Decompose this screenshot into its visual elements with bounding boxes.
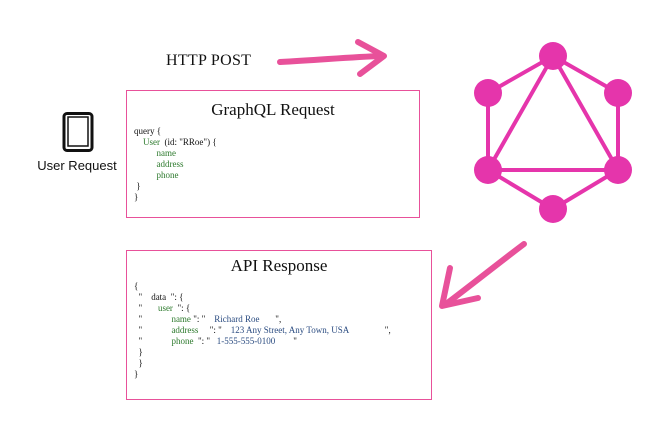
close-2: } [138,358,143,368]
tablet-icon [62,112,94,152]
phone-value: 1-555-555-0100 [216,336,276,346]
user-field: User [143,137,160,147]
api-response-title: API Response [230,256,328,275]
name-end: ", [275,314,282,324]
user-args: (id: "RRoe") { [164,137,217,147]
user-request-label: User Request [37,158,117,173]
name-key: name [171,314,191,324]
graphql-request-title: GraphQL Request [211,100,335,119]
api-response-code: { " data ": { " user ": { " name ": " Ri… [134,281,391,380]
graphql-request-box: GraphQL Request query { User (id: "RRoe"… [126,90,420,218]
query-open: query { [134,126,162,136]
data-key: data [151,292,167,302]
name-sep: ": " [193,314,206,324]
name-value: Richard Roe [214,314,260,324]
address-key: address [171,325,199,335]
graphql-request-code: query { User (id: "RRoe") { name address… [134,126,217,203]
outer-close: } [134,192,139,202]
resp-quote: " [138,325,143,335]
http-post-label: HTTP POST [166,52,252,69]
name-field: name [156,148,177,158]
graphql-logo-nodes [474,42,632,223]
resp-open: { [134,281,139,291]
user-sep: ": { [177,303,191,313]
data-sep: ": { [170,292,184,302]
close-1: } [134,369,139,379]
address-sep: ": " [209,325,222,335]
resp-quote: " [138,303,143,313]
address-value: 123 Any Street, Any Town, USA [230,325,349,335]
phone-sep: ": " [197,336,211,346]
response-arrow [439,241,527,309]
inner-close: } [136,181,141,191]
phone-field: phone [156,170,179,180]
user-key: user [157,303,173,313]
resp-quote: " [138,314,143,324]
graphql-logo [484,51,622,212]
resp-quote: " [138,292,143,302]
resp-quote: " [138,336,143,346]
api-response-box: API Response { " data ": { " user ": { "… [126,250,432,400]
phone-end: " [293,336,297,346]
phone-key: phone [171,336,194,346]
address-end: ", [384,325,391,335]
address-field: address [156,159,184,169]
http-post-arrow [277,39,387,77]
close-3: } [138,347,143,357]
